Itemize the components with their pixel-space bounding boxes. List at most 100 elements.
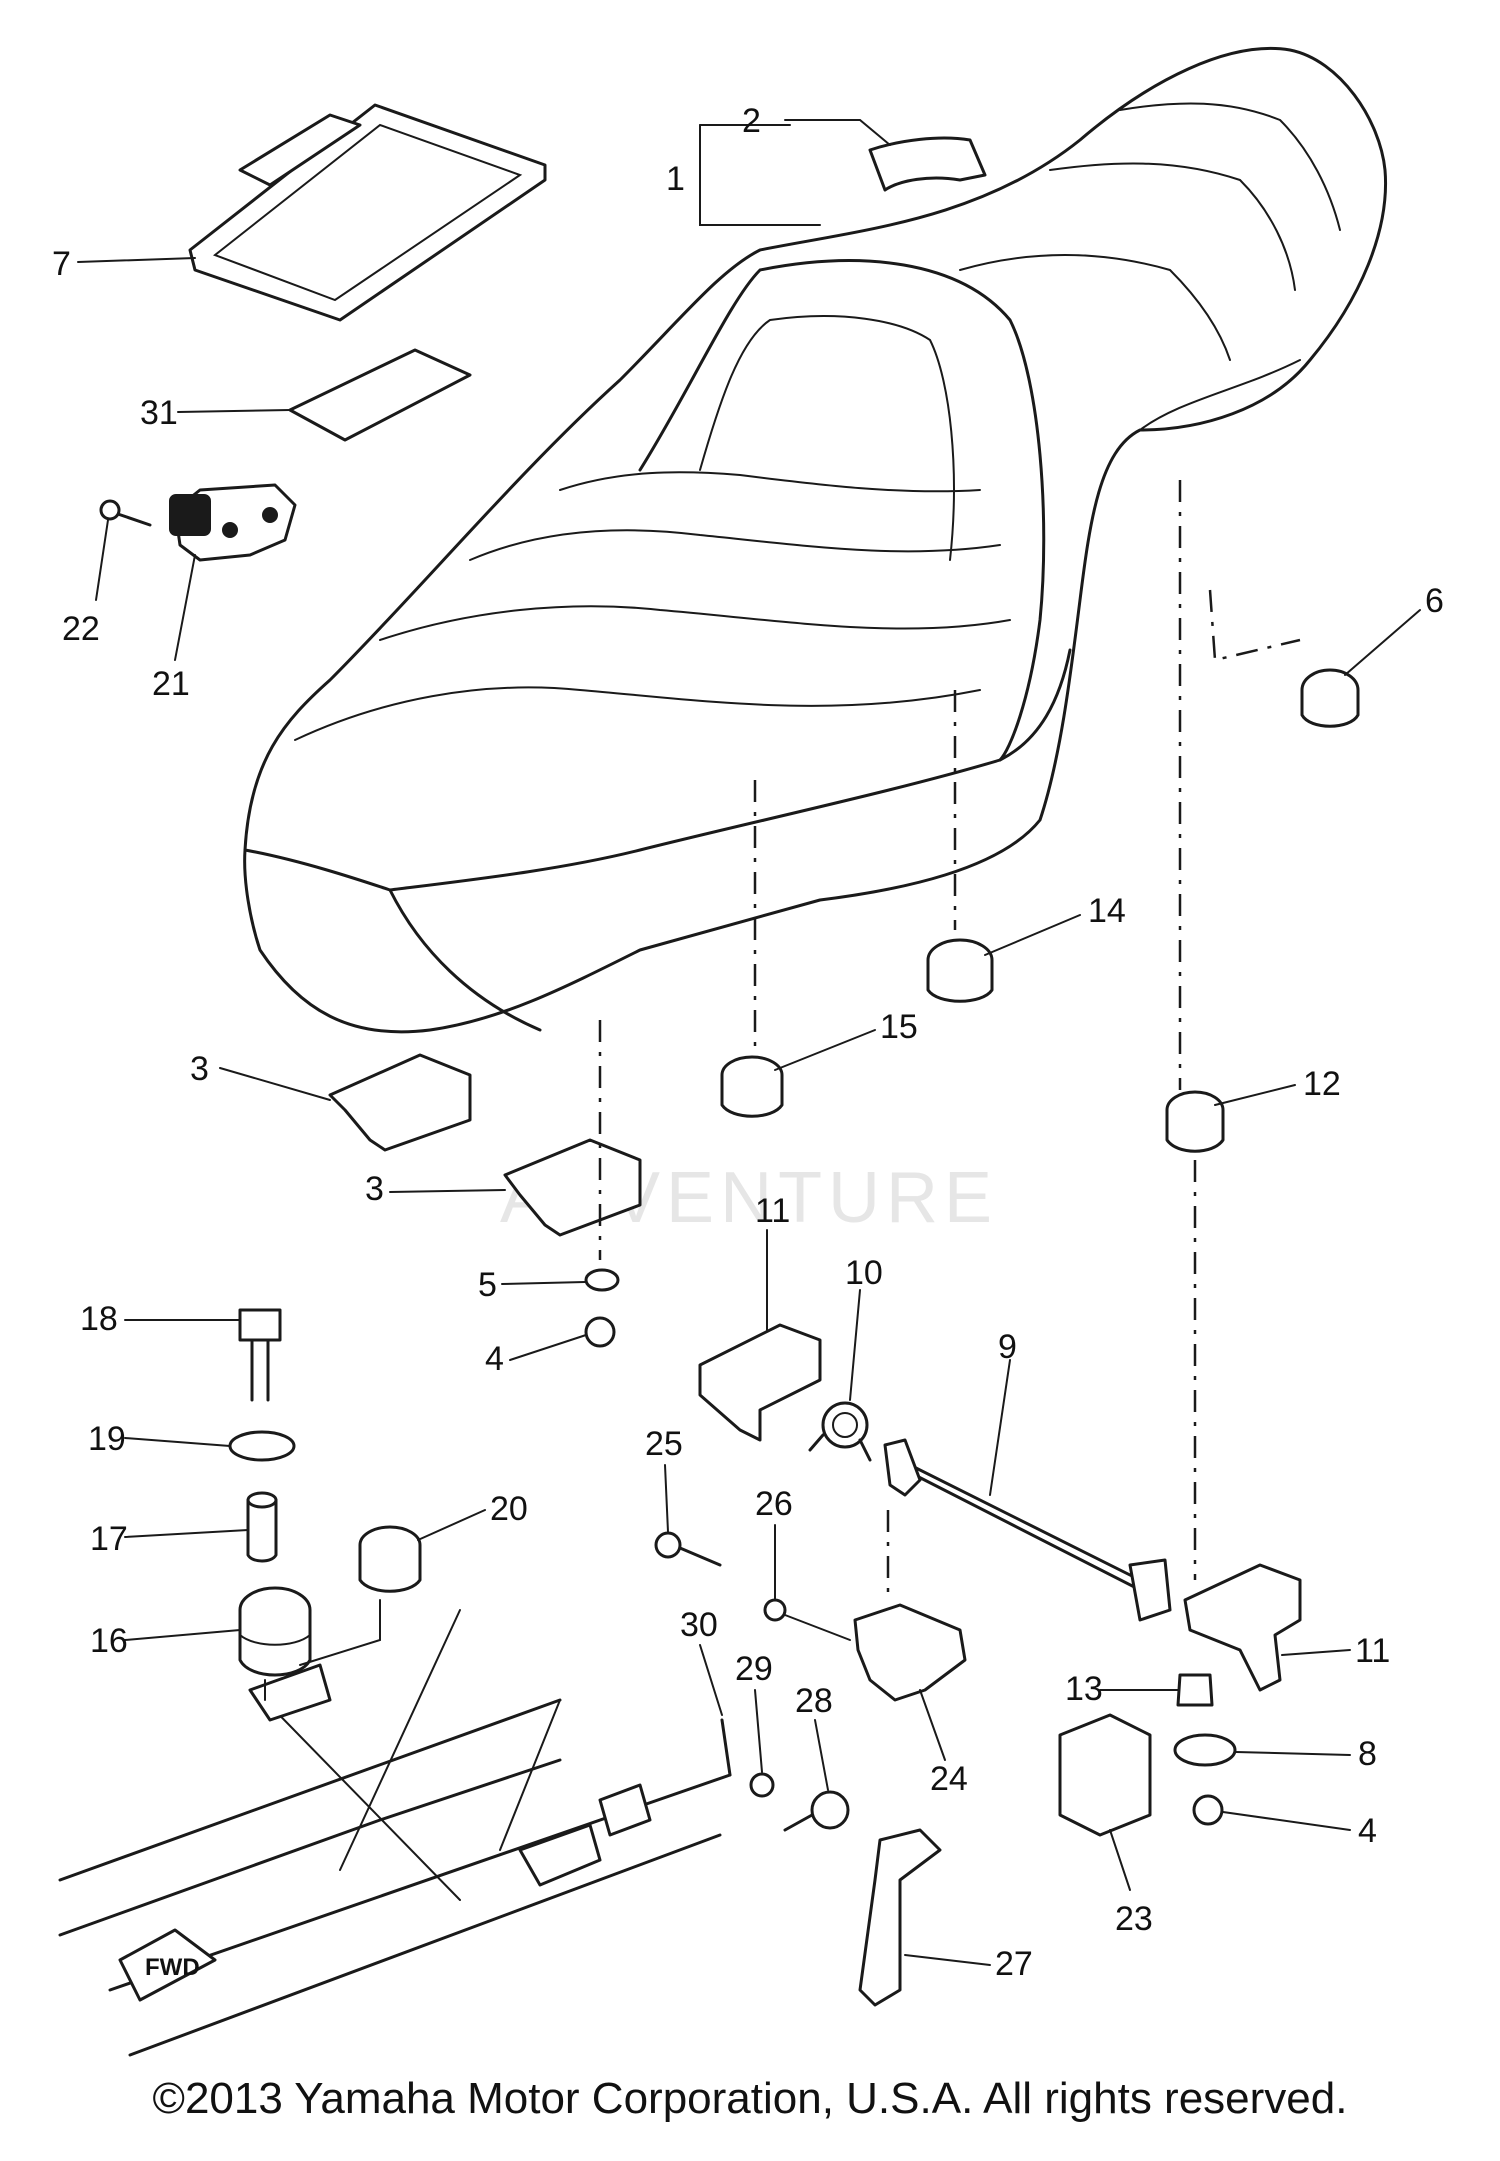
leader-27 <box>904 1954 991 1966</box>
callout-18: 18 <box>80 1300 118 1338</box>
rod-end <box>1128 1558 1172 1622</box>
leader-4a <box>509 1334 587 1361</box>
leader-25 <box>664 1464 669 1533</box>
seat-base-pan <box>388 888 542 1032</box>
collar-17 <box>246 1498 278 1563</box>
lever-27 <box>858 1828 942 2007</box>
seat-pleat-4 <box>559 471 981 493</box>
damper-15 <box>720 1055 784 1118</box>
callout-11b: 11 <box>1355 1632 1390 1670</box>
callout-1: 1 <box>666 160 685 198</box>
washer-26 <box>763 1598 787 1622</box>
callout-11a: 11 <box>755 1192 790 1230</box>
leader-9 <box>989 1359 1011 1496</box>
lock-24 <box>853 1603 967 1702</box>
spring-28 <box>783 1790 850 1832</box>
stay-3-upper <box>328 1053 472 1152</box>
seat-lock-bracket <box>169 483 297 562</box>
fwd-arrow <box>118 1928 217 2002</box>
holder-13 <box>1176 1673 1214 1707</box>
callout-31: 31 <box>140 394 178 432</box>
callout-2: 2 <box>742 102 761 140</box>
seat-pleat-1 <box>294 686 981 741</box>
leader-20 <box>417 1509 486 1541</box>
leader-3a <box>219 1067 331 1101</box>
leader-1 <box>699 124 821 226</box>
assembly-line-26 <box>784 1614 851 1641</box>
leader-8 <box>1235 1751 1351 1756</box>
leader-16 <box>124 1629 241 1641</box>
leader-23 <box>1109 1829 1131 1891</box>
seat-backrest-panel <box>699 315 955 561</box>
bracket-11-right <box>1183 1563 1302 1692</box>
seat-assembly <box>243 47 1388 1034</box>
leader-17 <box>124 1529 249 1538</box>
leader-30 <box>699 1644 723 1716</box>
callout-5: 5 <box>478 1266 497 1304</box>
assembly-line-16 <box>264 1599 381 1701</box>
damper-14 <box>926 938 994 1003</box>
callout-4a: 4 <box>485 1340 504 1378</box>
callout-27: 27 <box>995 1945 1033 1983</box>
damper-20 <box>358 1525 422 1593</box>
callout-9: 9 <box>998 1328 1017 1366</box>
seat-rear-side <box>1139 359 1301 431</box>
damper-12 <box>1165 1090 1225 1153</box>
leader-11b <box>1281 1649 1351 1656</box>
leader-6 <box>1344 609 1421 676</box>
leader-3b <box>389 1189 506 1193</box>
callout-21: 21 <box>152 665 190 703</box>
seat-pleat-2 <box>379 605 1011 641</box>
callout-20: 20 <box>490 1490 528 1528</box>
spring-10 <box>808 1401 872 1462</box>
frame: FWD <box>58 1609 732 2057</box>
rod-bracket <box>883 1438 922 1497</box>
nut-4-right <box>1192 1794 1224 1826</box>
copyright-notice: ©2013 Yamaha Motor Corporation, U.S.A. A… <box>152 2074 1348 2123</box>
washer-19 <box>228 1430 296 1462</box>
seat-pleat-rear-3 <box>1119 102 1341 231</box>
seat-pleat-rear-1 <box>959 254 1231 361</box>
box-23 <box>1058 1713 1152 1837</box>
callout-30: 30 <box>680 1606 718 1644</box>
callout-24: 24 <box>930 1760 968 1798</box>
callout-19: 19 <box>88 1420 126 1458</box>
leader-10 <box>849 1289 861 1401</box>
leader-31 <box>177 409 291 413</box>
leader-24 <box>919 1689 946 1761</box>
lock-rod-9 <box>898 1458 1152 1587</box>
callout-6: 6 <box>1425 582 1444 620</box>
callout-23: 23 <box>1115 1900 1153 1938</box>
seat-pleat-3 <box>469 529 1001 561</box>
seat-pleat-rear-2 <box>1049 162 1296 291</box>
damper-16 <box>238 1586 312 1677</box>
leader-12 <box>1214 1084 1296 1106</box>
callout-10: 10 <box>845 1254 883 1292</box>
callout-3a: 3 <box>190 1050 209 1088</box>
callout-28: 28 <box>795 1682 833 1720</box>
leader-21 <box>174 554 196 661</box>
seat-strap <box>868 136 987 192</box>
nut-4-left <box>584 1316 616 1348</box>
callout-3b: 3 <box>365 1170 384 1208</box>
callout-25: 25 <box>645 1425 683 1463</box>
callout-16: 16 <box>90 1622 128 1660</box>
washer-5 <box>584 1268 620 1292</box>
seat-outline <box>243 47 1388 1034</box>
leader-22 <box>95 519 109 601</box>
seat-rider-backrest <box>638 259 1046 762</box>
bolt-18 <box>238 1308 282 1402</box>
caution-label <box>288 348 472 442</box>
tool-tray <box>188 103 547 322</box>
screw-25 <box>654 1531 722 1567</box>
fwd-label: FWD <box>145 1954 200 1981</box>
callout-8: 8 <box>1358 1735 1377 1773</box>
leader-7 <box>77 257 196 263</box>
callout-7: 7 <box>52 245 71 283</box>
leader-14 <box>984 914 1081 956</box>
leader-4b <box>1222 1811 1351 1831</box>
leader-5 <box>501 1281 586 1285</box>
damper-6 <box>1300 668 1360 728</box>
callout-15: 15 <box>880 1008 918 1046</box>
callout-13: 13 <box>1065 1670 1103 1708</box>
